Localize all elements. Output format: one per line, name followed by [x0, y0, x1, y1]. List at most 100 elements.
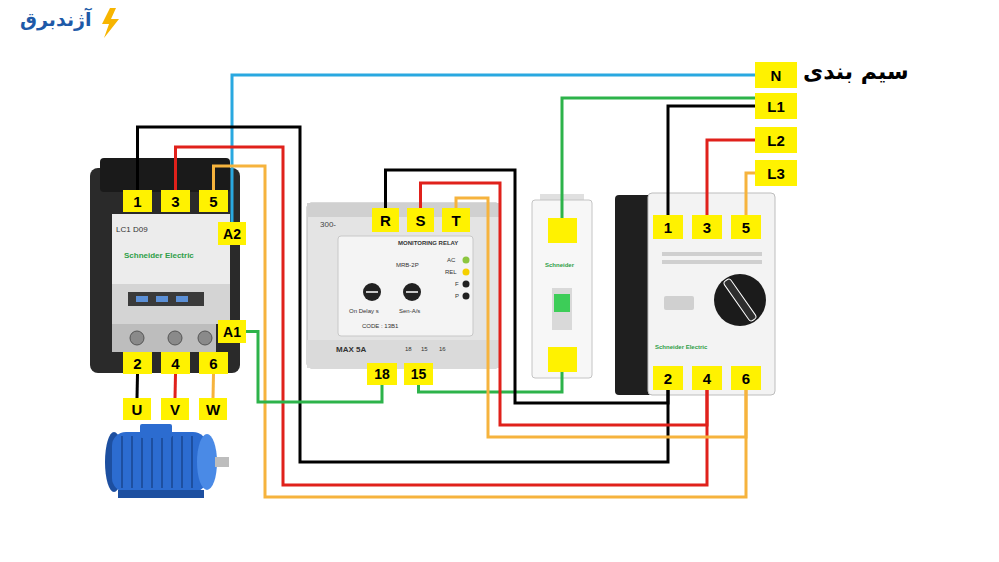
device-label: AC — [447, 257, 455, 264]
motor-part — [140, 424, 172, 438]
terminal-number: L2 — [767, 133, 785, 148]
terminal-number: 4 — [703, 371, 711, 386]
wire — [421, 183, 708, 425]
terminal-number: A2 — [223, 227, 241, 241]
device-label: 15 — [421, 346, 428, 353]
contactor-part — [100, 158, 230, 192]
motor-part — [118, 490, 204, 498]
terminal-tag: U — [123, 398, 151, 420]
device-label: P — [455, 293, 459, 300]
control-wire-part — [562, 98, 755, 218]
device-label: Schneider Electric — [124, 252, 194, 261]
terminal-number: 3 — [171, 194, 179, 209]
motor-part — [112, 432, 207, 492]
terminal-tag: 15 — [404, 363, 433, 385]
terminal-tag: 1 — [653, 215, 683, 239]
motor-part — [131, 436, 133, 488]
monitoring-relay-part — [463, 293, 470, 300]
terminal-number: R — [380, 213, 391, 228]
wire — [176, 147, 708, 485]
wire — [136, 374, 140, 398]
wire — [746, 173, 755, 215]
device-label: CODE : 13B1 — [362, 323, 398, 330]
device-label: 16 — [439, 346, 446, 353]
logo-bolt — [102, 8, 119, 38]
logo-text: آژندبرق — [20, 9, 92, 30]
monitoring-relay-part — [338, 236, 473, 336]
device-label: Schneider — [545, 262, 574, 269]
device-label: Schneider Electric — [655, 344, 707, 351]
motor-part — [181, 436, 183, 488]
terminal-number: T — [451, 213, 460, 228]
device-label: MRB-2P — [396, 262, 419, 269]
wire — [212, 374, 216, 398]
device-label: F — [455, 281, 459, 288]
monitoring-relay-part — [403, 283, 421, 301]
terminal-tag: 18 — [367, 363, 397, 385]
terminal-number: 2 — [133, 356, 141, 371]
terminal-number: 5 — [209, 194, 217, 209]
terminal-number: 4 — [171, 356, 179, 371]
motor-part — [151, 436, 153, 488]
terminal-tag: 4 — [692, 366, 722, 390]
terminal-number: L3 — [767, 166, 785, 181]
terminal-tag: 2 — [653, 366, 683, 390]
terminal-tag: S — [407, 208, 434, 232]
logo-bolt-part — [102, 8, 119, 38]
device-label: REL — [445, 269, 457, 276]
motor-part — [191, 436, 193, 488]
terminal-tag: A2 — [218, 222, 246, 245]
miniature-breaker-part — [548, 347, 577, 372]
terminal-number: 5 — [742, 220, 750, 235]
wire — [246, 332, 382, 403]
terminal-tag: R — [372, 208, 399, 232]
terminal-tag: 6 — [199, 352, 228, 374]
motor-part — [141, 436, 143, 488]
terminal-number: A1 — [223, 325, 241, 339]
control-wire-part — [419, 372, 563, 392]
monitoring-relay-part — [463, 269, 470, 276]
wire — [707, 140, 755, 215]
contactor-part — [112, 214, 230, 284]
contactor-part — [130, 331, 144, 345]
terminal-number: N — [771, 68, 782, 83]
terminal-tag: N — [755, 62, 797, 88]
terminal-tag: A1 — [218, 320, 246, 343]
motor-breaker-part — [714, 274, 766, 326]
wire — [456, 198, 746, 437]
motor-breaker-part — [662, 260, 762, 264]
monitoring-relay-part — [363, 283, 381, 301]
monitoring-relay-part — [463, 257, 470, 264]
terminal-number: 1 — [664, 220, 672, 235]
wire — [214, 166, 747, 497]
miniature-breaker-part — [552, 288, 572, 330]
terminal-number: U — [132, 402, 143, 417]
device-label: On Delay s — [349, 308, 379, 315]
heading: سیم بندی — [803, 60, 909, 84]
device-label: LC1 D09 — [116, 226, 148, 235]
terminal-number: 2 — [664, 371, 672, 386]
wire — [174, 374, 178, 398]
terminal-tag: 3 — [161, 190, 190, 212]
terminal-tag: 1 — [123, 190, 152, 212]
contactor-part — [112, 324, 216, 352]
terminal-tag: V — [161, 398, 189, 420]
monitoring-relay-part — [307, 203, 500, 368]
contactor-part — [136, 296, 148, 302]
terminal-number: L1 — [767, 99, 785, 114]
miniature-breaker-part — [548, 218, 577, 243]
terminal-tag: 4 — [161, 352, 190, 374]
miniature-breaker — [532, 194, 592, 378]
motor-part — [121, 436, 123, 488]
monitoring-relay — [307, 203, 500, 368]
contactor-part — [128, 292, 204, 306]
terminal-tag: 5 — [731, 215, 761, 239]
terminal-number: 3 — [703, 220, 711, 235]
terminal-number: S — [415, 213, 425, 228]
monitoring-relay-part — [406, 291, 418, 293]
device-label: MONITORING RELAY — [398, 240, 458, 247]
terminal-number: 18 — [374, 367, 390, 381]
